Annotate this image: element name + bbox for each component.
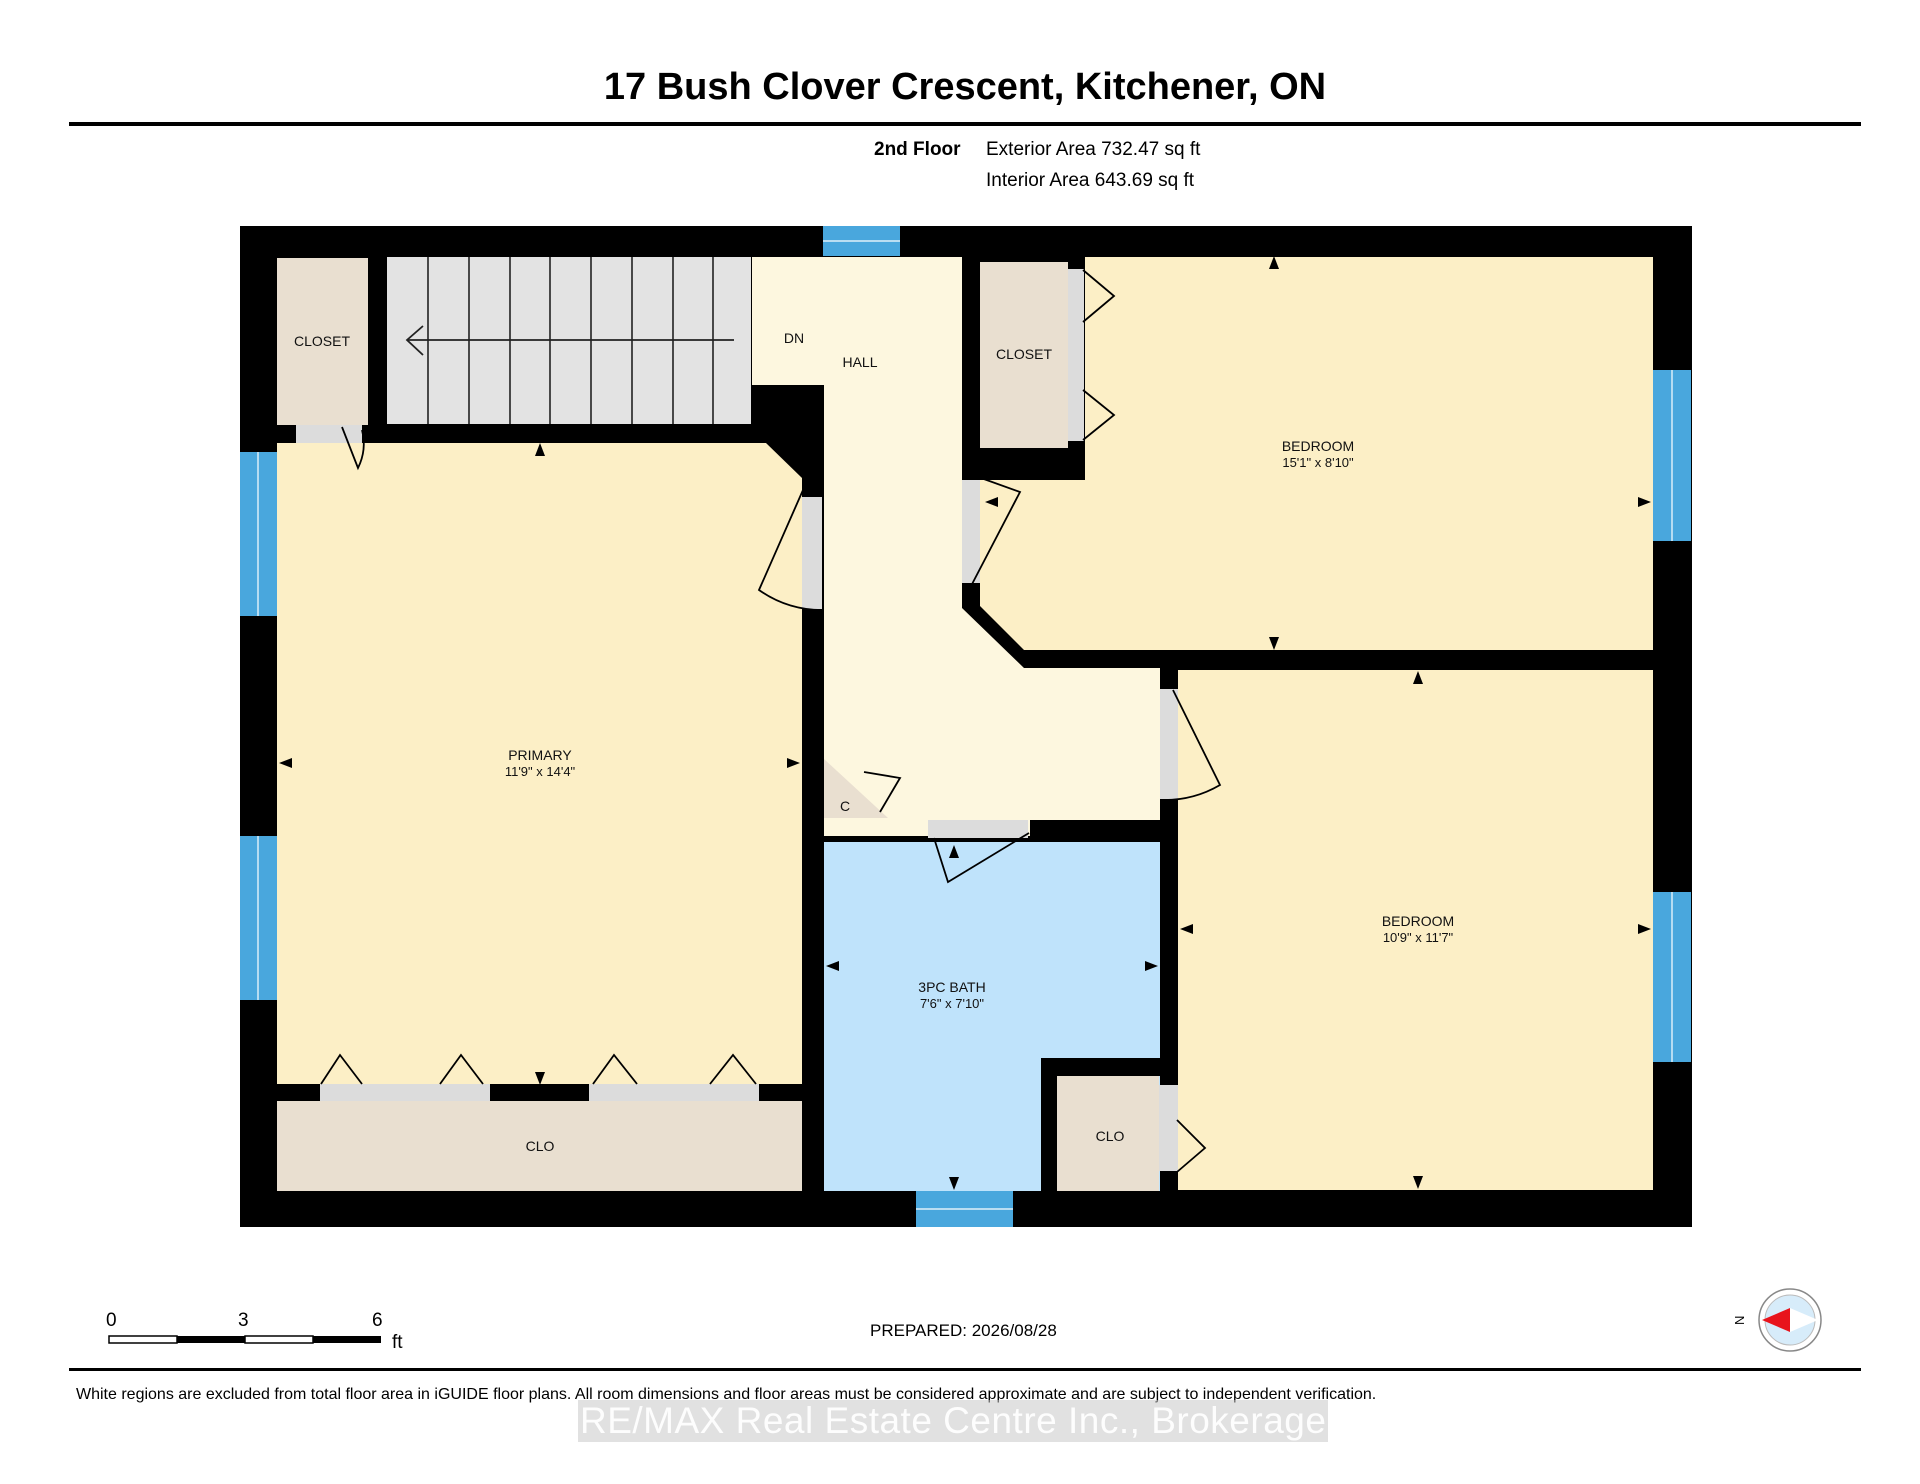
closet-right-label: CLOSET <box>996 346 1052 362</box>
clo-primary-label: CLO <box>526 1138 555 1154</box>
bath-dims: 7'6" x 7'10" <box>920 996 984 1011</box>
small-closet-area <box>824 759 888 818</box>
exterior-area: Exterior Area 732.47 sq ft <box>986 139 1201 160</box>
closet-right-area <box>980 262 1068 448</box>
bath-label: 3PC BATH <box>918 979 985 995</box>
scale-unit: ft <box>392 1332 403 1353</box>
primary-area <box>277 443 802 1084</box>
scale-tick-3: 3 <box>238 1310 249 1331</box>
scale-bar: 0 3 6 ft <box>106 1310 403 1353</box>
prepared-date: PREPARED: 2026/08/28 <box>870 1321 1057 1340</box>
scale-tick-6: 6 <box>372 1310 383 1331</box>
primary-label: PRIMARY <box>508 747 572 763</box>
clo-bedroom-wall <box>1041 1058 1160 1076</box>
door-openings <box>296 269 1178 1171</box>
closet-left-area <box>277 258 368 425</box>
stair-direction-arrow <box>405 325 734 356</box>
stairs-down-label: DN <box>784 330 804 346</box>
bedroom-bottom-label: BEDROOM <box>1382 913 1454 929</box>
brokerage-watermark: RE/MAX Real Estate Centre Inc., Brokerag… <box>578 1400 1329 1442</box>
footer-divider <box>69 1368 1861 1371</box>
interior-area: Interior Area 643.69 sq ft <box>986 170 1195 191</box>
dimension-markers <box>279 256 1651 1190</box>
bedroom-top-area <box>980 257 1653 650</box>
clo-bedroom-label: CLO <box>1096 1128 1125 1144</box>
primary-dims: 11'9" x 14'4" <box>505 764 576 779</box>
disclaimer-text: White regions are excluded from total fl… <box>76 1386 1377 1403</box>
compass-north-label: N <box>1732 1316 1747 1325</box>
closet-left-label: CLOSET <box>294 333 350 349</box>
clo-primary-area <box>277 1101 802 1191</box>
page-title: 17 Bush Clover Crescent, Kitchener, ON <box>603 66 1327 108</box>
clo-bedroom-area <box>1057 1076 1159 1191</box>
bedroom-top-label: BEDROOM <box>1282 438 1354 454</box>
hall-area <box>752 257 1160 836</box>
hall-label: HALL <box>842 354 877 370</box>
bedroom-bottom-area <box>1178 670 1653 1190</box>
scale-tick-0: 0 <box>106 1310 117 1331</box>
small-closet-label: C <box>840 798 850 814</box>
header-divider <box>69 122 1861 126</box>
bedroom-bottom-dims: 10'9" x 11'7" <box>1383 930 1454 945</box>
door-swings <box>320 269 1222 1173</box>
bedroom-top-dims: 15'1" x 8'10" <box>1282 455 1354 470</box>
windows <box>240 226 1691 1227</box>
compass-icon: N <box>1732 1288 1822 1352</box>
floor-label: 2nd Floor <box>874 139 961 160</box>
